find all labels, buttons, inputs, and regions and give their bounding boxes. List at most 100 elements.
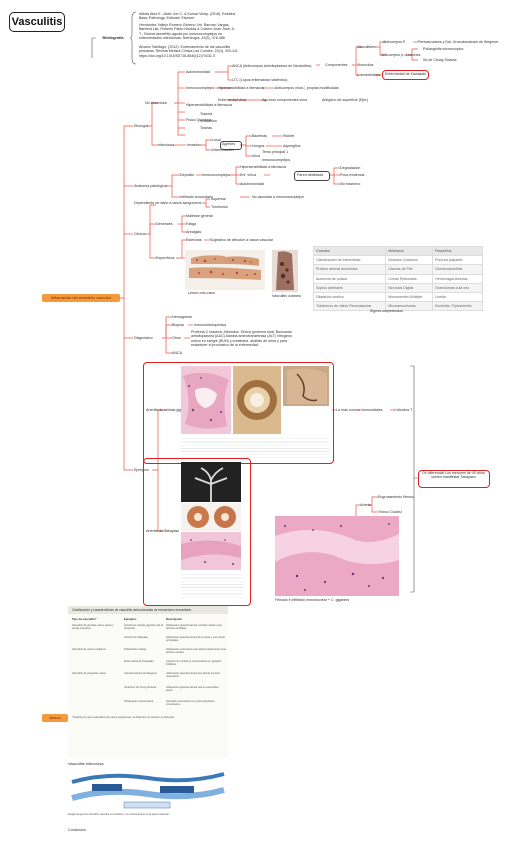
node-aspergillus[interactable]: Aspergillus xyxy=(283,144,301,148)
node-virus[interactable]: Virus xyxy=(252,154,261,158)
node-churg-strauss[interactable]: Sd de Churg-Strauss xyxy=(423,58,457,62)
node-trauma[interactable]: Trauma xyxy=(200,112,213,116)
node-tronco-carotid[interactable]: Tronco Cicatriz xyxy=(378,510,403,514)
node-fisico-quimicos[interactable]: Físico Químicos xyxy=(186,118,212,122)
node-etiologia[interactable]: Etiología xyxy=(134,124,148,128)
signs-cell: Dilatación aórtica xyxy=(312,291,387,303)
node-isquemia[interactable]: Isquemia xyxy=(211,197,226,201)
node-hipersens-f3[interactable]: Hipersensibilidad a fármacos xyxy=(240,165,287,169)
anexo-row-example: Granulomatosis de Wegener xyxy=(124,672,157,675)
node-agentes[interactable]: Agentes xyxy=(222,142,236,146)
node-enf-virica[interactable]: Enf. vírica xyxy=(240,173,256,177)
node-arteritis-gigantes[interactable]: Arteritis de células gigantes xyxy=(146,408,190,412)
signs-cell: Úlceras de Piel xyxy=(385,264,434,275)
node-degradacion[interactable]: Degradación xyxy=(340,166,361,170)
node-ejemplos[interactable]: Ejemplos xyxy=(134,468,149,472)
node-anticuerpos-e[interactable]: Anticuerpos E xyxy=(383,40,406,44)
anexo-row-example: Arteritis de células gigantes (de la tem… xyxy=(124,624,163,631)
node-estenosis[interactable]: Estenosis xyxy=(186,238,202,242)
node-componentes[interactable]: Componentes xyxy=(325,63,348,67)
signs-table: Grandes Medianos Pequeños Claudicación d… xyxy=(312,245,483,312)
node-inmunocomplejos[interactable]: Inmunocomplejos xyxy=(186,86,215,90)
node-no-asociada[interactable]: No asociada a inmunocomplejos xyxy=(252,195,304,199)
node-enf-kawasaki[interactable]: Enfermedad de Kawasaki xyxy=(385,72,426,76)
node-inmunocomplejos-3[interactable]: Inmunocomplejos xyxy=(202,173,231,177)
node-arteritis-takayasu[interactable]: Arteritis de Takayasu xyxy=(146,529,180,533)
node-anatomia[interactable]: Anatomía patológica xyxy=(134,184,167,188)
node-sin-trastorno[interactable]: Sin trastorno xyxy=(340,182,361,186)
node-vasculitides[interactable]: Vasculitides xyxy=(357,45,376,49)
node-toxinas[interactable]: Toxinas xyxy=(200,126,213,130)
signs-cell: Livedo Reticularis xyxy=(385,273,434,284)
signs-cell: Púrpura palpable xyxy=(432,255,483,266)
node-artralgias[interactable]: Artralgias xyxy=(186,230,202,234)
anexo-footnote: *Arteritis por tipos específicos de vaso… xyxy=(72,716,175,719)
signs-cell: Soplos arteriales xyxy=(312,282,387,293)
node-enf-virus[interactable]: Enfermedad virus xyxy=(218,98,247,102)
node-generales[interactable]: Generales xyxy=(156,222,173,226)
node-la-mas-comun[interactable]: La más común xyxy=(336,408,360,412)
node-infiltrado[interactable]: Infiltrado leucocitario xyxy=(180,195,213,199)
node-inmunidades[interactable]: Inmunidades xyxy=(362,408,383,412)
node-clinica[interactable]: Clínica xyxy=(134,232,145,236)
anexo-row-type: Vasculitis de grandes vasos (aorta y ram… xyxy=(72,624,114,631)
node-biopsia[interactable]: Biopsia xyxy=(172,323,184,327)
node-antigeno-sup[interactable]: Antígeno de superficie (Ejec) xyxy=(322,98,369,102)
node-tema-principal[interactable]: Tema principal 1 xyxy=(262,150,289,154)
node-local[interactable]: Local xyxy=(212,138,221,142)
node-hipersens-farmacos[interactable]: Hipersensibilidad a fármacos xyxy=(218,86,265,90)
signs-cell: Claudicación de extremidad xyxy=(312,255,387,266)
node-anca-2[interactable]: ANCA xyxy=(172,351,182,355)
node-autoinmunidad[interactable]: Autoinmunidad xyxy=(186,70,210,74)
node-bacterias[interactable]: Bacterias xyxy=(252,134,267,138)
node-hongos[interactable]: Hongos xyxy=(252,144,265,148)
node-diagnostico[interactable]: Diagnóstico xyxy=(134,336,153,340)
node-inmunocomplejos-2[interactable]: Inmunocomplejos xyxy=(262,158,291,162)
node-monocitos[interactable]: Monocitos xyxy=(357,63,374,67)
anexo-row-example: Poliarteritis nodosa xyxy=(124,648,147,651)
node-malestar[interactable]: Malestar general xyxy=(186,214,213,218)
node-autoinmunidad-2[interactable]: Autoinmunidad xyxy=(240,182,264,186)
node-linfocitos-t[interactable]: Linfocitos T xyxy=(394,408,413,412)
node-lesiones[interactable]: Lesiones xyxy=(406,53,421,57)
node-ltc[interactable]: LTC (Lupus eritematoso sistémico) xyxy=(232,78,288,82)
arteritis-takayasu-box xyxy=(143,458,251,606)
node-diferencial[interactable]: Dx diferencial Los menores de 40 años su… xyxy=(422,471,485,480)
conclusion-label[interactable]: Conclusión xyxy=(68,828,86,832)
node-infecciosa[interactable]: Infecciosa xyxy=(158,143,175,147)
node-otros[interactable]: Otros xyxy=(172,336,181,340)
node-l-endoteliales[interactable]: L. endoteliales xyxy=(357,73,381,77)
node-anca[interactable]: ANCA (Anticuerpos Anticitoplasma de Neut… xyxy=(232,64,312,68)
anexo-row-example: Síndrome de Churg-Strauss xyxy=(124,686,157,689)
node-anticuerpos-p[interactable]: Anticuerpos p xyxy=(381,53,403,57)
pared-debilitada-box xyxy=(294,171,330,181)
node-fatiga[interactable]: Fatiga xyxy=(186,222,196,226)
anexo-topic[interactable]: Anexo xyxy=(42,714,68,722)
node-depositos[interactable]: Depósito xyxy=(180,173,195,177)
signs-cell: Presión arterial asimétrica xyxy=(312,264,387,275)
node-hipersens-farmacos-2[interactable]: Hipersensibilidad a fármacos xyxy=(186,103,233,107)
node-hbsag[interactable]: Ag. virus componentes virus xyxy=(262,98,308,102)
root-topic[interactable]: Inflamación del endotelio vascular xyxy=(42,294,120,302)
node-poliangeitis[interactable]: Poliangeitis microscópica xyxy=(423,47,464,51)
node-sugestivo[interactable]: Sugestivo de afección a vasos vascular xyxy=(210,238,273,242)
node-dependiente[interactable]: Dependiente de daño a vasos sanguíneos xyxy=(134,201,202,205)
bibliography-ref-3: Álvarez Santiago. (2012). Entrenamiento … xyxy=(139,45,239,58)
node-especificos[interactable]: Específicos xyxy=(156,256,175,260)
node-inmunohisto[interactable]: Inmunohistoquímica xyxy=(194,323,227,327)
node-anticuerpos-virus[interactable]: Anticuerpos virus (. propias modificadas xyxy=(275,86,339,90)
node-no-infecciosa[interactable]: No infecciosa xyxy=(145,101,167,105)
node-pared-vaso[interactable]: Pared debilitada xyxy=(297,173,323,177)
node-poca-evidencia[interactable]: Poca evidencia xyxy=(340,173,365,177)
node-diseminacion[interactable]: Diseminación xyxy=(212,148,234,152)
anexo-row-desc: Inflamación granulomatosa rica en eosinó… xyxy=(166,686,220,693)
node-engrosamiento[interactable]: Engrosamiento fibroso xyxy=(378,495,414,499)
node-arteria[interactable]: Arteria xyxy=(360,503,371,507)
node-perivasculares[interactable]: Perivasculares y Dal: Granulomatosis de … xyxy=(418,40,499,44)
node-irradiacion[interactable]: Irradiación xyxy=(200,119,217,123)
node-invasion[interactable]: Invasión xyxy=(187,143,201,147)
node-rickett[interactable]: Rickett xyxy=(283,134,294,138)
bibliography-ref-2: Hernández Vallejo Romero Gimeno Vnt. Bar… xyxy=(139,23,235,41)
node-hemograma[interactable]: Hemograma xyxy=(172,315,192,319)
node-trombosis[interactable]: Trombosis xyxy=(211,205,228,209)
